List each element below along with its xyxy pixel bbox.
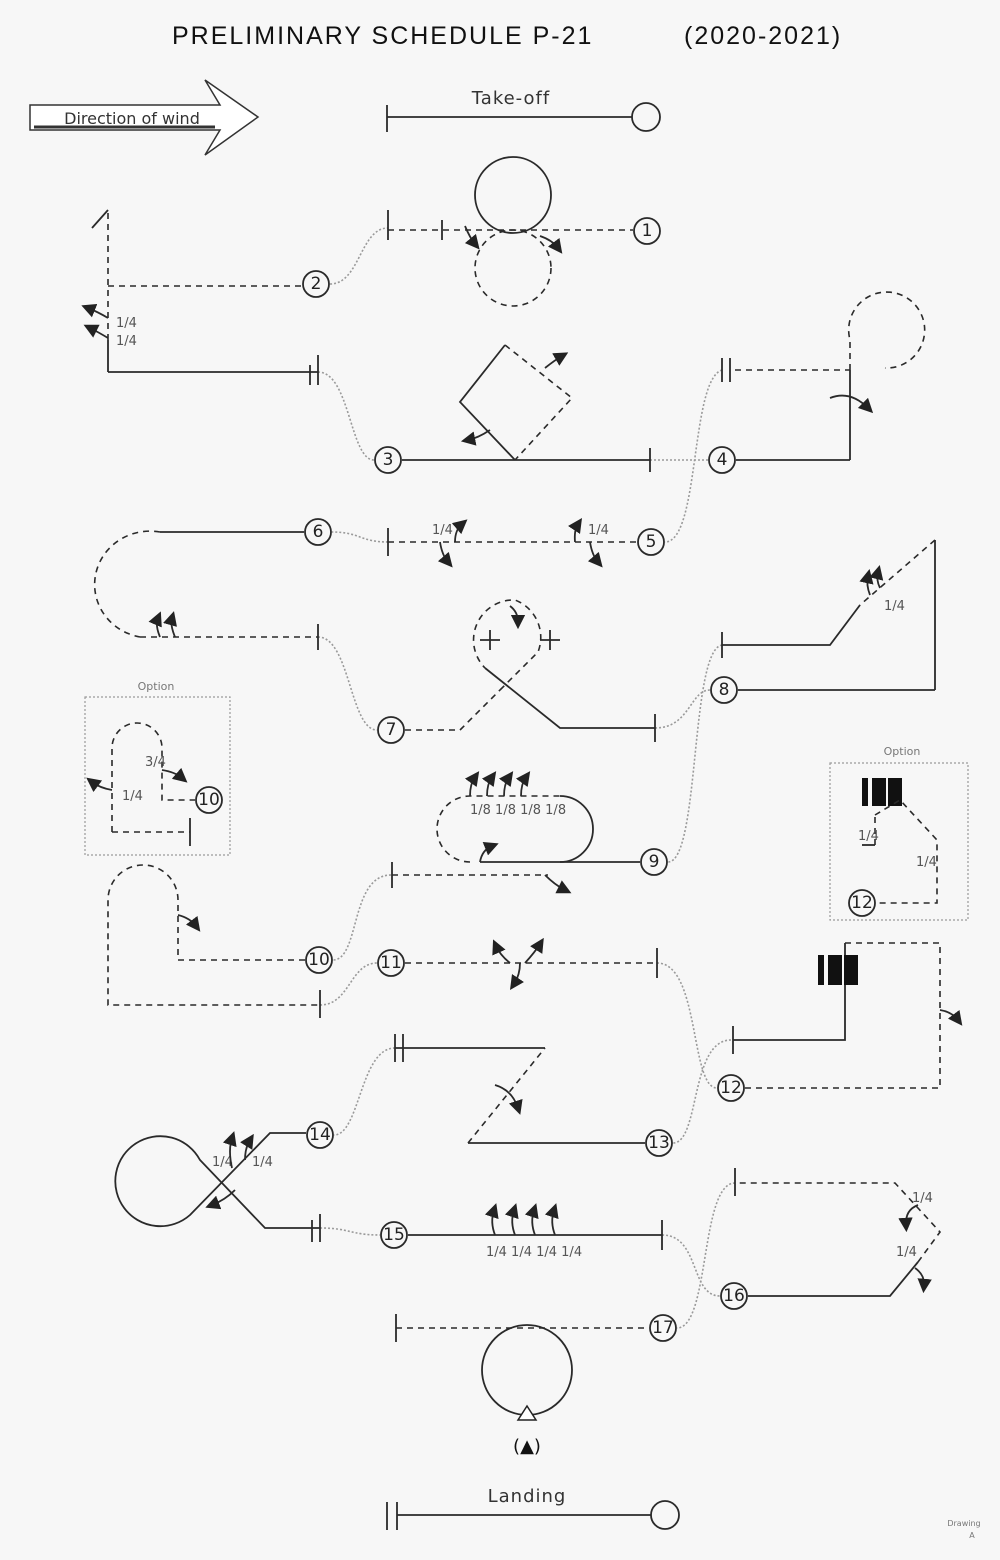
takeoff-figure: Take-off (386, 88, 661, 132)
fraction-label: 1/4 (896, 1245, 917, 1260)
option-box-10: Option 3/4 1/4 (84, 680, 231, 856)
fraction-label: 1/4 (916, 855, 937, 870)
landing-figure: Landing (386, 1486, 680, 1530)
fraction-label: 1/4 (116, 316, 137, 331)
schedule-years: (2020-2021) (684, 22, 842, 50)
landing-symbol: (▲) (513, 1436, 541, 1457)
svg-text:4: 4 (717, 450, 728, 470)
figure-17: (▲) (395, 1314, 649, 1457)
figure-marker-1: 1 (633, 217, 661, 245)
svg-text:1: 1 (642, 221, 653, 241)
figure-12 (732, 942, 963, 1089)
figure-marker-13: 13 (645, 1129, 673, 1157)
svg-text:11: 11 (380, 953, 402, 973)
fraction-label: 1/4 (884, 599, 905, 614)
figure-marker-12: 12 (717, 1074, 745, 1102)
svg-text:9: 9 (649, 852, 660, 872)
drawing-letter: A (969, 1531, 975, 1540)
svg-text:7: 7 (386, 720, 397, 740)
svg-text:6: 6 (313, 522, 324, 542)
figure-7 (405, 599, 656, 742)
svg-text:14: 14 (309, 1125, 331, 1145)
wind-label: Direction of wind (64, 109, 200, 128)
figure-marker-6: 6 (304, 518, 332, 546)
fraction-label: 1/4 (432, 523, 453, 538)
svg-text:15: 15 (383, 1225, 405, 1245)
figure-16: 1/4 1/4 (734, 1168, 942, 1297)
figure-marker-16: 16 (720, 1282, 748, 1310)
svg-text:13: 13 (648, 1133, 670, 1153)
figure-marker-11: 11 (377, 949, 405, 977)
figure-marker-8: 8 (710, 676, 738, 704)
fraction-label: 1/4 (122, 789, 143, 804)
figure-6 (93, 530, 319, 650)
svg-text:16: 16 (723, 1286, 745, 1306)
figure-9: 1/8 1/8 1/8 1/8 (391, 771, 640, 894)
fraction-label: 1/4 1/4 1/4 1/4 (486, 1245, 582, 1260)
figure-11 (405, 937, 658, 990)
figure-4 (721, 291, 926, 461)
figure-marker-15: 15 (380, 1221, 408, 1249)
figure-marker-7: 7 (377, 716, 405, 744)
figure-15: 1/4 1/4 1/4 1/4 (408, 1203, 663, 1260)
figure-marker-3: 3 (374, 446, 402, 474)
figure-number: 12 (851, 893, 873, 913)
drawing-label: Drawing (947, 1519, 980, 1528)
figure-marker-5: 5 (637, 528, 665, 556)
svg-text:10: 10 (308, 950, 330, 970)
option-label: Option (138, 680, 175, 693)
svg-text:12: 12 (720, 1078, 742, 1098)
figure-10 (107, 864, 321, 1018)
figure-marker-14: 14 (306, 1121, 334, 1149)
figure-2: 1/4 1/4 (81, 209, 319, 385)
figure-3 (402, 344, 651, 472)
figure-5: 1/4 1/4 (387, 518, 637, 568)
figure-marker-2: 2 (302, 270, 330, 298)
fraction-label: 1/4 (252, 1155, 273, 1170)
landing-label: Landing (488, 1486, 567, 1507)
svg-text:10: 10 (198, 790, 220, 810)
figure-marker-9: 9 (640, 848, 668, 876)
wind-direction-arrow: Direction of wind (29, 79, 260, 156)
takeoff-label: Take-off (471, 88, 550, 109)
fraction-label: 1/8 1/8 1/8 1/8 (470, 803, 566, 818)
fraction-label: 1/4 (116, 334, 137, 349)
svg-text:8: 8 (719, 680, 730, 700)
fraction-label: 1/4 (858, 829, 879, 844)
figure-marker-4: 4 (708, 446, 736, 474)
figure-8: 1/4 (721, 539, 936, 691)
figure-14: 1/4 1/4 (114, 1131, 321, 1242)
connectors (317, 227, 736, 1329)
svg-text:17: 17 (652, 1318, 674, 1338)
svg-text:5: 5 (646, 532, 657, 552)
fraction-label: 1/4 (212, 1155, 233, 1170)
option-label: Option (884, 745, 921, 758)
schedule-title: PRELIMINARY SCHEDULE P-21 (172, 22, 593, 50)
svg-text:3: 3 (383, 450, 394, 470)
fraction-label: 1/4 (588, 523, 609, 538)
option-box-12: Option 1/4 1/4 12 (829, 745, 969, 921)
figure-13 (394, 1034, 645, 1144)
figure-1 (387, 156, 633, 307)
svg-text:2: 2 (311, 274, 322, 294)
figure-marker-10-option: 10 (195, 786, 223, 814)
fraction-label: 1/4 (912, 1191, 933, 1206)
figure-marker-10: 10 (305, 946, 333, 974)
figure-marker-17: 17 (649, 1314, 677, 1342)
figure-markers: 1 2 3 4 5 6 7 8 9 10 10 11 12 13 14 15 1… (195, 217, 748, 1342)
fraction-label: 3/4 (145, 755, 166, 770)
